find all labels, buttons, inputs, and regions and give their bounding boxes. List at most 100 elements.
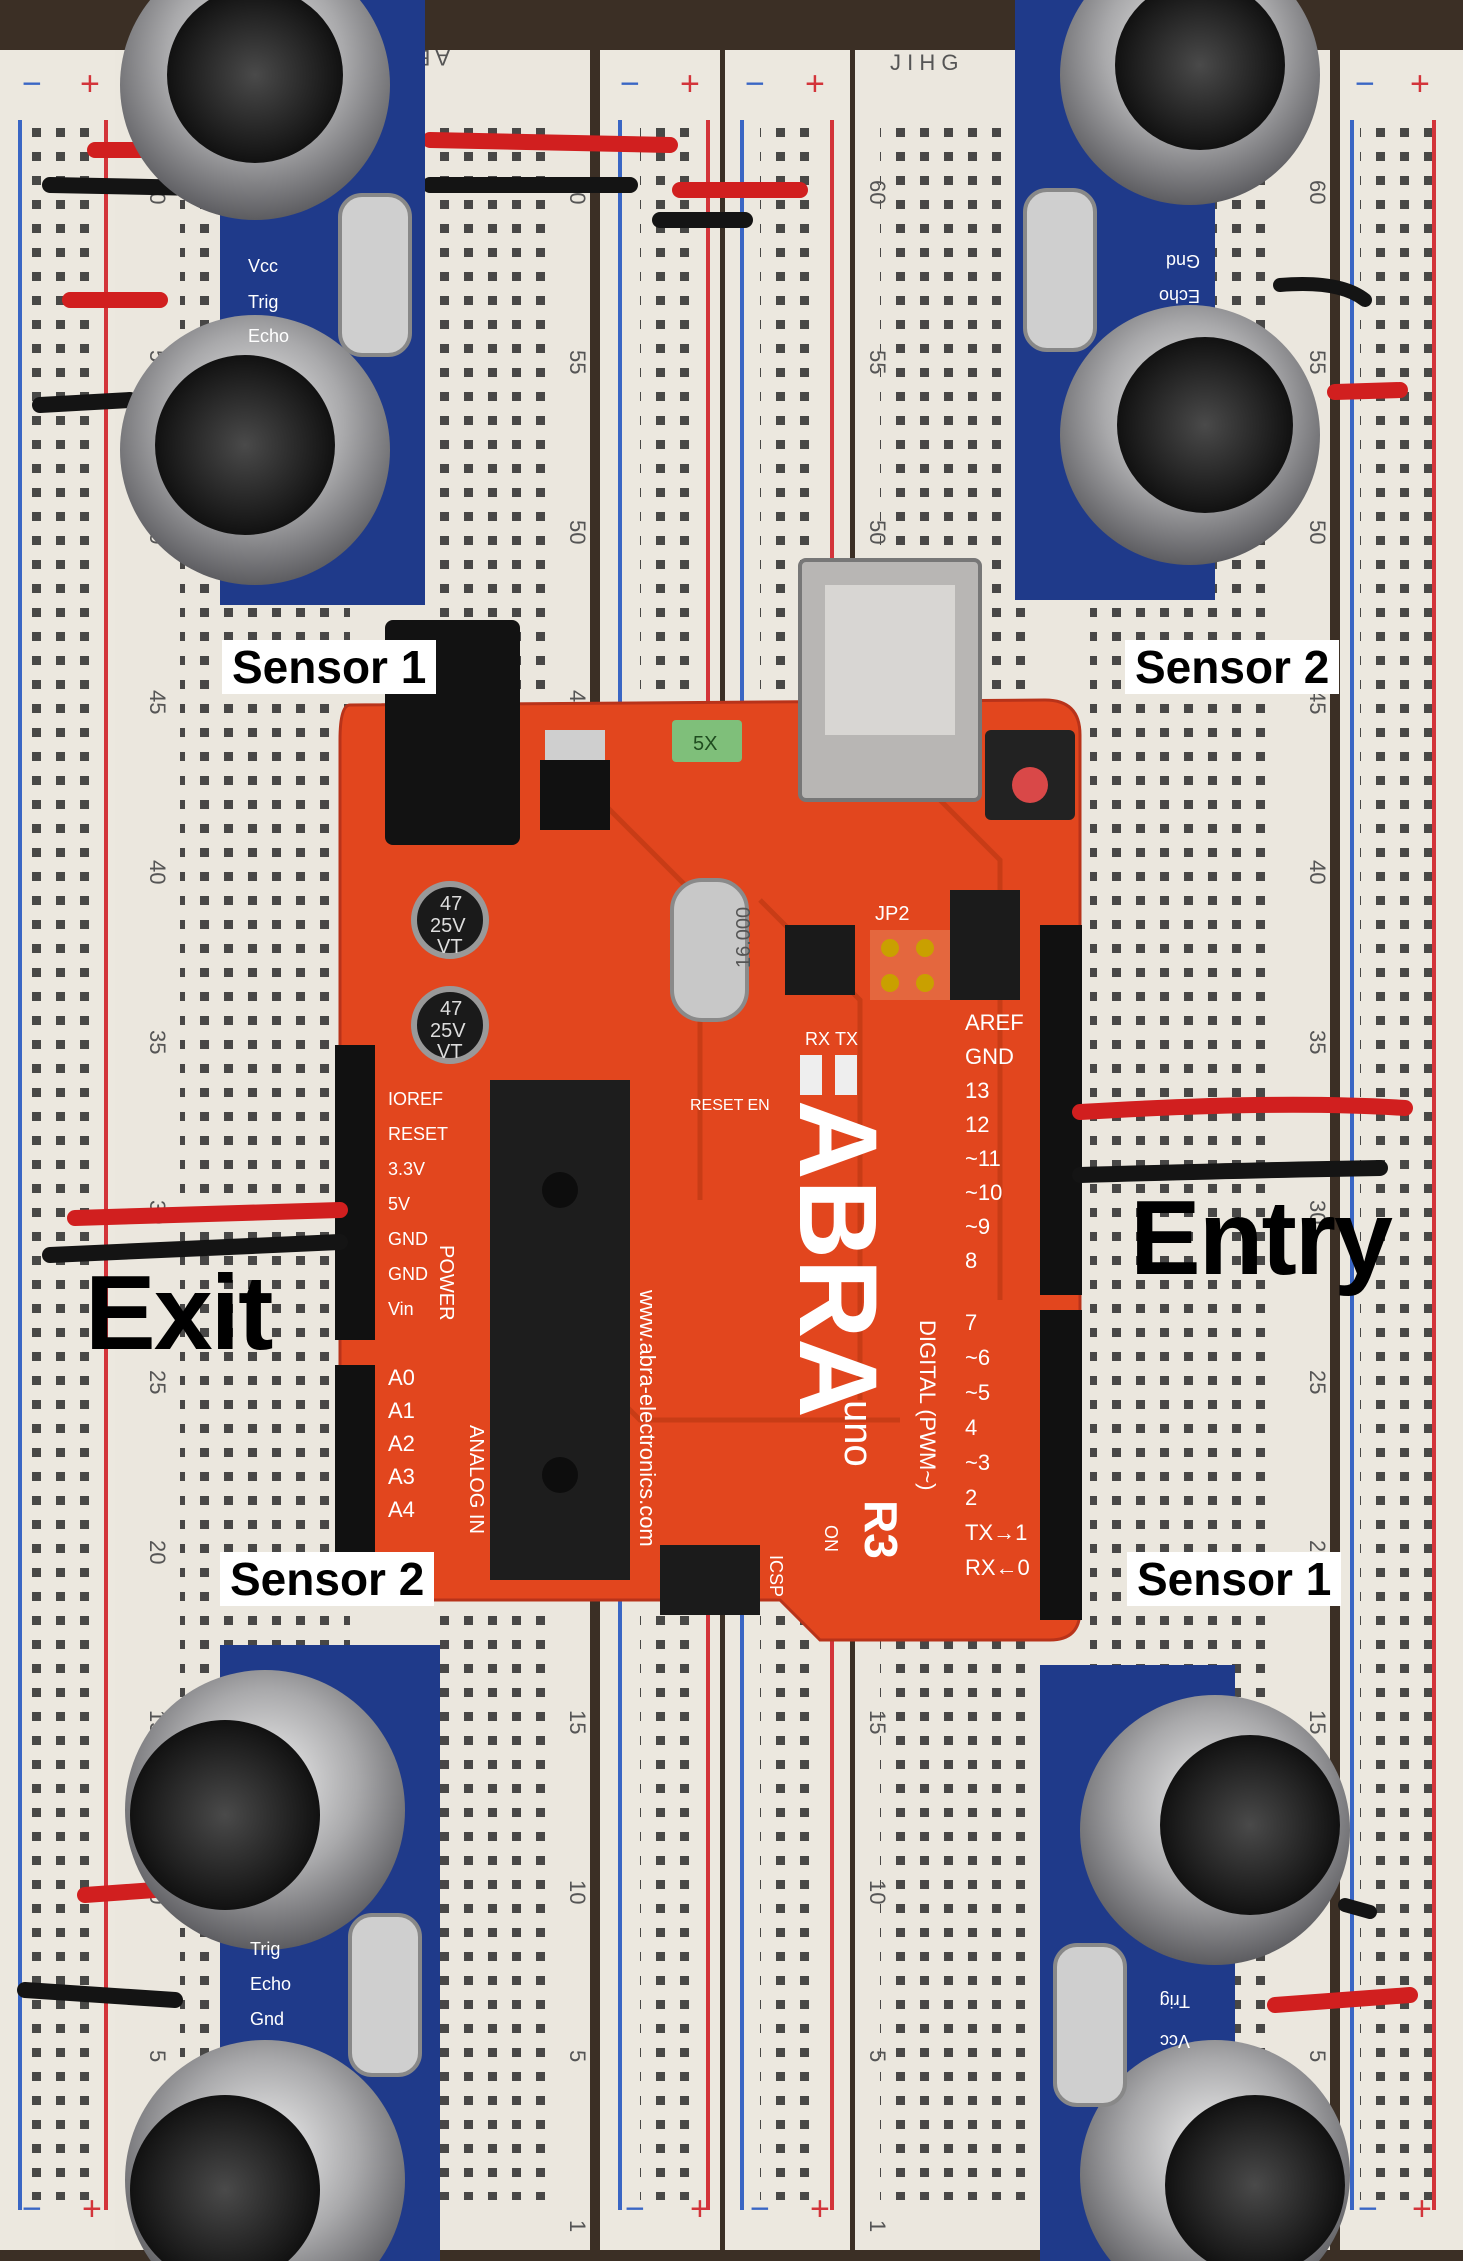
capacitor [411,881,489,959]
analog-pin-label: A3 [388,1464,415,1489]
row-number: 5 [1305,2050,1330,2062]
power-pin-label: IOREF [388,1089,443,1109]
rail-plus: + [82,2190,102,2228]
rail-minus: − [745,65,765,103]
wire-red [67,1202,348,1226]
sensor-crystal [348,1913,422,2077]
label-sensor-1-top: Sensor 1 [222,640,437,694]
digital-pin-label: ~11 [965,1146,1001,1171]
ultrasonic-sensor-bottom-left: Trig Echo Gnd [125,1645,440,2261]
row-number: 40 [1305,860,1330,884]
led-rx-label: RX [805,1029,830,1049]
rail-plus: + [810,2190,830,2228]
rail-minus: − [1358,2190,1378,2228]
rail-minus: − [625,2190,645,2228]
rail-plus: + [1410,65,1430,103]
sensor-pin-label: Vcc [248,256,278,276]
jumper-label: JP2 [875,903,909,925]
digital-pin-label: 7 [965,1310,977,1335]
row-number: 25 [145,1370,170,1394]
wire-red [1072,1096,1413,1120]
digital-header-low [1040,1310,1082,1620]
crystal-label: 16.000 [733,907,755,968]
capacitor-label: 25V [430,1020,466,1042]
sensor-pin-label: Trig [250,1939,280,1959]
sensor-pin-label: Gnd [1166,251,1200,271]
analog-pin-label: A2 [388,1431,415,1456]
label-exit: Exit [85,1254,273,1372]
icsp-label: ICSP [766,1555,786,1597]
row-number: 35 [1305,1030,1330,1054]
analog-pin-label: A0 [388,1365,415,1390]
capacitor-label: 25V [430,915,466,937]
power-title: POWER [435,1245,457,1321]
row-number: 50 [1305,520,1330,544]
row-number: 55 [1305,350,1330,374]
icsp-header-bottom [660,1545,760,1615]
row-number: 10 [865,1880,890,1904]
power-pin-label: GND [388,1264,428,1284]
wire-black [1273,277,1372,307]
sensor-pin-label: Trig [248,292,278,312]
voltage-regulator [540,760,610,830]
capacitor-label: VT [437,936,463,958]
label-sensor-2-top: Sensor 2 [1125,640,1340,694]
rail-minus: − [750,2190,770,2228]
wire-red [77,1882,163,1903]
label-entry: Entry [1130,1179,1393,1297]
digital-pin-label: 13 [965,1078,989,1103]
row-number: 40 [145,860,170,884]
row-number: 1 [865,2220,890,2232]
rail-line-blue [18,120,22,2210]
digital-pin-label: ~5 [965,1380,990,1405]
row-number: 35 [145,1030,170,1054]
capacitor-label: VT [437,1041,463,1063]
ultrasonic-sensor-top-left: Vcc Trig Echo [120,0,425,605]
row-number: 60 [865,180,890,204]
power-header [335,1045,375,1340]
model-text: uno [836,1400,880,1467]
capacitor-label: 47 [440,998,462,1020]
wire-black [17,1982,183,2008]
power-pin-label: Vin [388,1299,414,1319]
rail-minus: − [22,2190,42,2228]
rail-line-red [104,120,108,2210]
digital-pin-label: GND [965,1044,1014,1069]
power-pin-label: 3.3V [388,1159,425,1179]
led-tx-label: TX [835,1029,858,1049]
column-letters-right: J I H G [890,50,958,75]
analog-header [335,1365,375,1575]
fuse [672,720,742,762]
rail-plus: + [680,65,700,103]
power-pin-label: 5V [388,1194,410,1214]
led-on-label: ON [821,1525,841,1552]
wire-black [1072,1160,1388,1183]
row-number: 60 [1305,180,1330,204]
capacitor-label: 47 [440,893,462,915]
rail-plus: + [1412,2190,1432,2228]
analog-pin-label: A4 [388,1497,415,1522]
digital-pin-label: TX→1 [965,1520,1027,1545]
wire-red [1267,1987,1418,2013]
row-number: 50 [865,520,890,544]
sensor-pin-label: Echo [1159,286,1200,306]
rail-minus: − [22,65,42,103]
url-text: www.abra-electronics.com [635,1289,660,1547]
analog-pin-label: A1 [388,1398,415,1423]
rail-minus: − [1355,65,1375,103]
rail-plus: + [690,2190,710,2228]
digital-pin-label: ~9 [965,1214,990,1239]
row-number: 15 [865,1710,890,1734]
digital-pin-label: AREF [965,1010,1024,1035]
row-number: 15 [1305,1710,1330,1734]
wire-black [42,1234,348,1263]
sensor-pin-label: Trig [1160,1991,1190,2011]
row-number: 55 [565,350,590,374]
digital-title: DIGITAL (PWM~) [915,1320,940,1491]
analog-title: ANALOG IN [465,1425,487,1534]
atmega-chip [490,1080,630,1580]
digital-pin-label: 2 [965,1485,977,1510]
row-number: 25 [1305,1370,1330,1394]
row-number: 30 [1305,1200,1330,1224]
